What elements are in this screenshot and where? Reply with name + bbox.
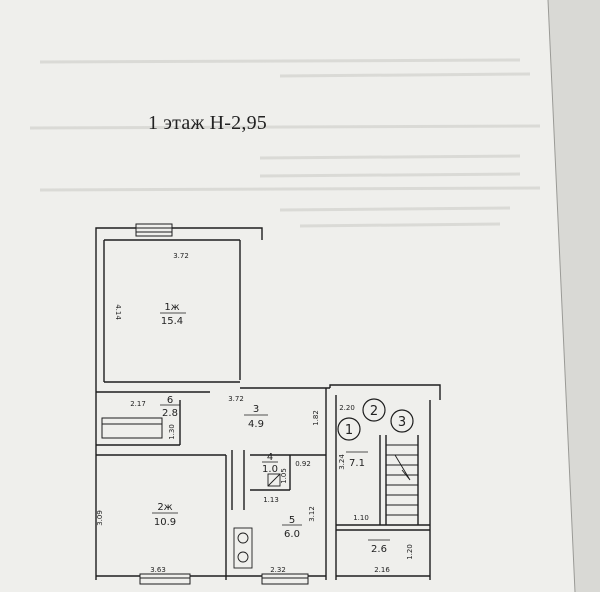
room6-area: 2.8: [162, 408, 178, 419]
room1-area: 15.4: [161, 316, 183, 327]
dim-room2-depth: 3.09: [96, 510, 104, 526]
dim-room6-depth: 1.30: [168, 424, 176, 440]
room8-area: 2.6: [371, 544, 387, 555]
paper-edge: [547, 0, 576, 592]
dim-room6-width: 2.17: [130, 400, 146, 408]
dim-room1-width: 3.72: [173, 252, 189, 260]
room1-number: 1ж: [164, 302, 179, 313]
dim-room5-width: 1.13: [263, 496, 279, 504]
marker-1-label: 1: [345, 423, 353, 438]
room2-number: 2ж: [157, 502, 172, 513]
marker-2-label: 2: [370, 404, 378, 419]
dim-room8-width: 2.16: [374, 566, 390, 574]
room3-area: 4.9: [248, 419, 264, 430]
window-room1: [135, 223, 173, 237]
dim-room1-stair: 2.20: [339, 404, 355, 412]
dim-room1-depth: 4.14: [114, 304, 122, 320]
dim-room7-depth: 3.24: [338, 454, 346, 470]
dim-room8-depth: 1.20: [406, 544, 414, 560]
dim-room4-width: 0.92: [295, 460, 311, 468]
dim-room5-depth: 3.12: [308, 506, 316, 522]
room3-number: 3: [253, 404, 259, 415]
stair-treads: [386, 444, 418, 516]
dim-room4-depth: 1.05: [280, 468, 288, 484]
room5-number: 5: [289, 515, 295, 526]
floor-title: 1 этаж Н-2,95: [148, 112, 267, 134]
marker-3-label: 3: [398, 415, 406, 430]
room7-area: 7.1: [349, 458, 365, 469]
marker-1-circle: 1: [337, 417, 361, 441]
show-through-lines: [29, 58, 541, 228]
stove-fixture-icon: [233, 527, 253, 569]
window-room2: [139, 573, 191, 585]
window-room6: [101, 417, 163, 439]
room4-area: 1.0: [262, 464, 278, 475]
dim-room5-bottom: 2.32: [270, 566, 286, 574]
room4-number: 4: [267, 452, 273, 463]
stair-block-outline: [329, 384, 441, 400]
toilet-fixture-icon: [267, 473, 281, 487]
window-room5: [261, 573, 309, 585]
paper-sheet: [0, 0, 575, 592]
room2-area: 10.9: [154, 517, 176, 528]
dim-room7-width: 1.10: [353, 514, 369, 522]
marker-3-circle: 3: [390, 409, 414, 433]
dim-corridor-width: 3.72: [228, 395, 244, 403]
room6-number: 6: [167, 395, 173, 406]
dim-room3-depth: 1.82: [312, 410, 320, 426]
marker-2-circle: 2: [362, 398, 386, 422]
room5-area: 6.0: [284, 529, 300, 540]
outer-wall: [95, 227, 263, 580]
dim-room2-width: 3.63: [150, 566, 166, 574]
